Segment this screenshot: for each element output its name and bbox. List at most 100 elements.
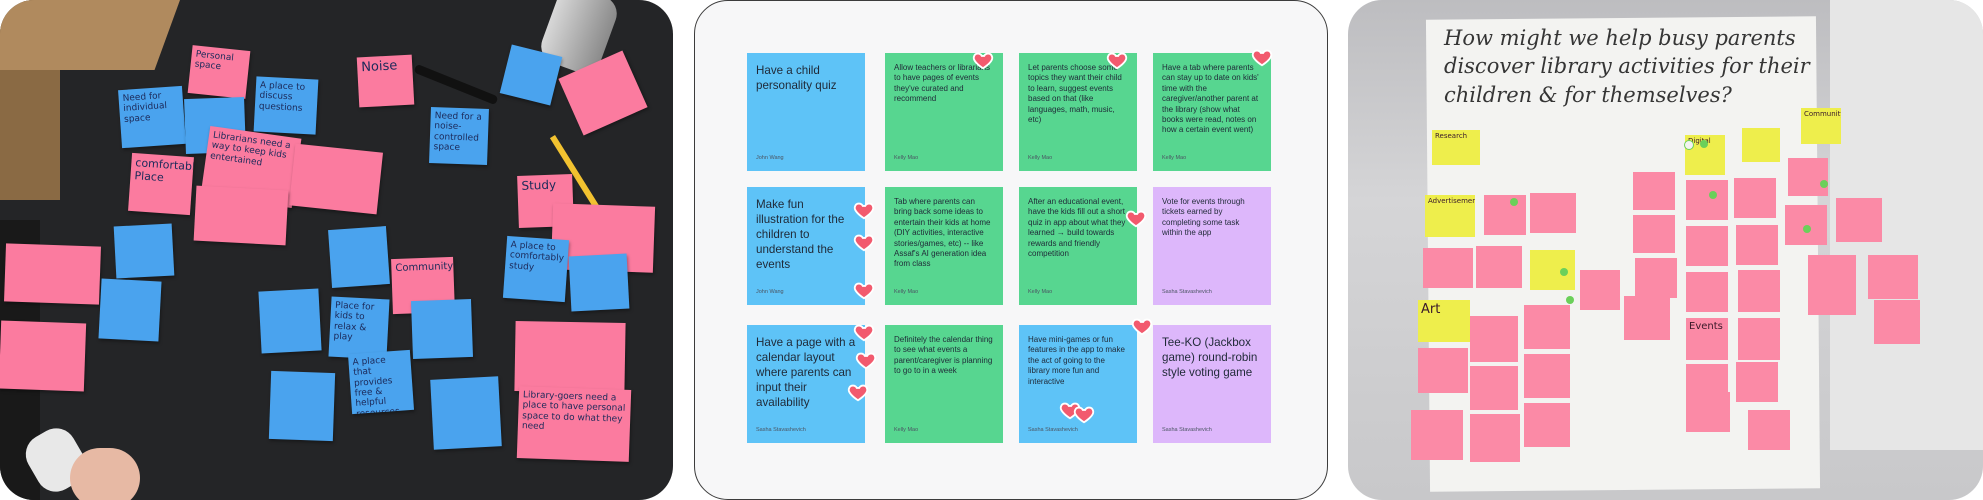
sticky-note [1633,172,1675,210]
card-text: Tab where parents can bring back some id… [894,197,991,269]
vote-dot [1566,296,1574,304]
card-text: Have a child personality quiz [756,64,837,93]
sticky-note [1736,225,1778,265]
sticky-note [1633,215,1675,253]
sticky-note: Personal space [187,45,251,99]
card-author: Kelly Mao [894,155,919,161]
idea-card[interactable]: Have mini-games or fun features in the a… [1019,325,1137,443]
card-text: Have a page with a calendar layout where… [756,336,856,410]
sticky-note [430,376,502,450]
sticky-note [1484,195,1526,235]
card-author: Kelly Mao [894,427,919,433]
card-author: Sasha Stavashevich [1028,427,1078,433]
card-text: Allow teachers or librarians to have pag… [894,63,991,104]
vote-dot [1709,191,1717,199]
card-author: Kelly Mao [894,289,919,295]
card-author: Sasha Stavashevich [756,427,806,433]
sticky-note: Need for individual space [118,85,186,149]
photo-affinity-wall: How might we help busy parents discover … [1348,0,1983,500]
card-text: Make fun illustration for the children t… [756,198,845,272]
hmw-question: How might we help busy parents discover … [1444,26,1810,107]
sticky-note: Events [1686,318,1728,360]
sticky-note [1788,158,1828,196]
sticky-note [328,226,390,288]
header-note: Advertisement [1425,195,1475,237]
heart-reaction-icon[interactable] [855,349,877,371]
sticky-note [1580,270,1620,310]
sticky-note [1868,255,1918,299]
sticky-note [1874,300,1920,344]
sticky-note [1530,193,1576,233]
sticky-note [258,288,322,354]
header-note: Community [1801,108,1841,144]
vote-dot [1684,140,1694,150]
sticky-note [268,370,336,442]
vote-dot [1803,225,1811,233]
header-note: Art [1418,300,1470,342]
sticky-note [1686,272,1728,312]
heart-reaction-icon[interactable] [1125,207,1147,229]
heart-reaction-icon[interactable] [853,231,875,253]
idea-card[interactable]: Vote for events through tickets earned b… [1153,187,1271,305]
idea-card[interactable]: Have a page with a calendar layout where… [747,325,865,443]
sticky-note [1836,198,1882,242]
card-text: Have a tab where parents can stay up to … [1162,63,1259,135]
heart-reaction-icon[interactable] [853,199,875,221]
sticky-note [1411,410,1463,460]
heart-reaction-icon[interactable] [853,279,875,301]
card-author: Sasha Stavashevich [1162,427,1212,433]
sticky-note [1734,178,1776,218]
sticky-note [4,243,101,305]
header-note [1530,250,1575,290]
sticky-note: Place for kids to relax & play [328,296,390,360]
heart-reaction-icon[interactable] [1131,315,1153,337]
sticky-note [1423,248,1473,288]
sticky-note: Need for a noise-controlled space [429,107,489,165]
card-author: Kelly Mao [1028,289,1053,295]
card-author: John Wang [756,289,784,295]
sticky-note [1686,392,1730,432]
card-text: After an educational event, have the kid… [1028,197,1126,258]
card-text: Tee-KO (Jackbox game) round-robin style … [1162,336,1258,380]
vote-dot [1700,140,1708,148]
sticky-note: A place to discuss questions [253,76,319,135]
heart-reaction-icon[interactable] [853,321,875,343]
sticky-note [1524,305,1570,349]
heart-reaction-icon[interactable] [1073,403,1095,425]
heart-reaction-icon[interactable] [1251,46,1273,68]
hand [70,448,140,500]
header-note [1742,128,1780,162]
sticky-note [0,320,87,392]
header-note: Research [1432,130,1480,165]
idea-card[interactable]: Have a tab where parents can stay up to … [1153,53,1271,171]
sticky-note [113,223,175,279]
sticky-note [568,253,630,312]
card-author: Kelly Mao [1028,155,1053,161]
idea-card[interactable]: Allow teachers or librarians to have pag… [885,53,1003,171]
idea-card[interactable]: Let parents choose some topics they want… [1019,53,1137,171]
vote-dot [1510,198,1518,206]
sticky-note [514,321,626,393]
sticky-note [289,143,383,215]
sticky-note: Library-goers need a place to have perso… [516,386,632,462]
sticky-note [1635,258,1677,298]
idea-card[interactable]: After an educational event, have the kid… [1019,187,1137,305]
sticky-note [98,278,162,342]
idea-card[interactable]: Tee-KO (Jackbox game) round-robin style … [1153,325,1271,443]
sticky-note: A place to comfortably study [502,235,570,303]
heart-reaction-icon[interactable] [847,381,869,403]
heart-reaction-icon[interactable] [972,49,994,71]
sticky-note [1524,354,1570,398]
idea-card[interactable]: Definitely the calendar thing to see wha… [885,325,1003,443]
vote-dot [1560,268,1568,276]
idea-card[interactable]: Tab where parents can bring back some id… [885,187,1003,305]
heart-reaction-icon[interactable] [1106,49,1128,71]
card-author: John Wang [756,155,784,161]
sticky-note: Noise [356,54,415,108]
cardboard-edge [0,0,181,70]
idea-card[interactable]: Make fun illustration for the children t… [747,187,865,305]
vote-dot [1820,180,1828,188]
sticky-note [1470,414,1520,462]
